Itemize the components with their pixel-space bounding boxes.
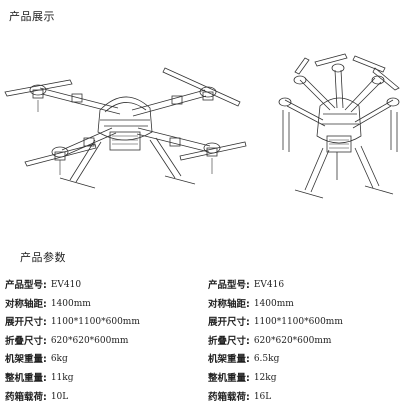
spec-value: 6.5kg bbox=[253, 354, 280, 365]
spec-label: 产品型号: bbox=[208, 280, 250, 291]
spec-row-model: 产品型号: EV416 bbox=[208, 278, 343, 297]
spec-row-folded-size: 折叠尺寸: 620*620*600mm bbox=[5, 334, 140, 353]
spec-label: 整机重量: bbox=[5, 372, 47, 384]
spec-label: 展开尺寸: bbox=[208, 317, 250, 329]
spec-row-unfolded-size: 展开尺寸: 1100*1100*600mm bbox=[5, 315, 140, 334]
quadcopter-drone-icon bbox=[0, 50, 250, 200]
spec-label: 展开尺寸: bbox=[5, 317, 47, 329]
spec-value: 11kg bbox=[50, 372, 74, 383]
spec-value: 16L bbox=[253, 391, 272, 402]
spec-value: 1100*1100*600mm bbox=[50, 317, 140, 328]
spec-value: 6kg bbox=[50, 354, 68, 365]
spec-row-total-weight: 整机重量: 11kg bbox=[5, 371, 140, 390]
spec-value: EV410 bbox=[50, 280, 82, 290]
spec-row-unfolded-size: 展开尺寸: 1100*1100*600mm bbox=[208, 315, 343, 334]
spec-table-ev416: 产品型号: EV416 对称轴距: 1400mm 展开尺寸: 1100*1100… bbox=[208, 278, 343, 408]
spec-value: 1400mm bbox=[50, 298, 91, 309]
spec-row-wheelbase: 对称轴距: 1400mm bbox=[208, 297, 343, 316]
spec-value: 620*620*600mm bbox=[50, 335, 129, 346]
spec-label: 折叠尺寸: bbox=[208, 335, 250, 347]
spec-label: 折叠尺寸: bbox=[5, 335, 47, 347]
hexacopter-drone-icon bbox=[275, 40, 400, 205]
spec-value: 620*620*600mm bbox=[253, 335, 332, 346]
spec-row-tank-capacity: 药箱载荷: 16L bbox=[208, 390, 343, 408]
spec-value: 1100*1100*600mm bbox=[253, 317, 343, 328]
spec-label: 机架重量: bbox=[5, 354, 47, 366]
spec-row-total-weight: 整机重量: 12kg bbox=[208, 371, 343, 390]
spec-label: 对称轴距: bbox=[208, 298, 250, 310]
section-title-product-params: 产品参数 bbox=[20, 251, 66, 264]
spec-label: 机架重量: bbox=[208, 354, 250, 366]
spec-label: 对称轴距: bbox=[5, 298, 47, 310]
spec-row-folded-size: 折叠尺寸: 620*620*600mm bbox=[208, 334, 343, 353]
spec-value: 12kg bbox=[253, 372, 277, 383]
spec-row-frame-weight: 机架重量: 6.5kg bbox=[208, 352, 343, 371]
spec-label: 药箱载荷: bbox=[5, 391, 47, 403]
spec-table-ev410: 产品型号: EV410 对称轴距: 1400mm 展开尺寸: 1100*1100… bbox=[5, 278, 140, 408]
spec-row-wheelbase: 对称轴距: 1400mm bbox=[5, 297, 140, 316]
spec-label: 药箱载荷: bbox=[208, 391, 250, 403]
spec-label: 产品型号: bbox=[5, 280, 47, 291]
spec-value: 10L bbox=[50, 391, 69, 402]
spec-value: 1400mm bbox=[253, 298, 294, 309]
section-title-product-display: 产品展示 bbox=[9, 10, 55, 23]
spec-row-tank-capacity: 药箱载荷: 10L bbox=[5, 390, 140, 408]
spec-row-model: 产品型号: EV410 bbox=[5, 278, 140, 297]
spec-value: EV416 bbox=[253, 280, 285, 290]
spec-label: 整机重量: bbox=[208, 372, 250, 384]
spec-row-frame-weight: 机架重量: 6kg bbox=[5, 352, 140, 371]
